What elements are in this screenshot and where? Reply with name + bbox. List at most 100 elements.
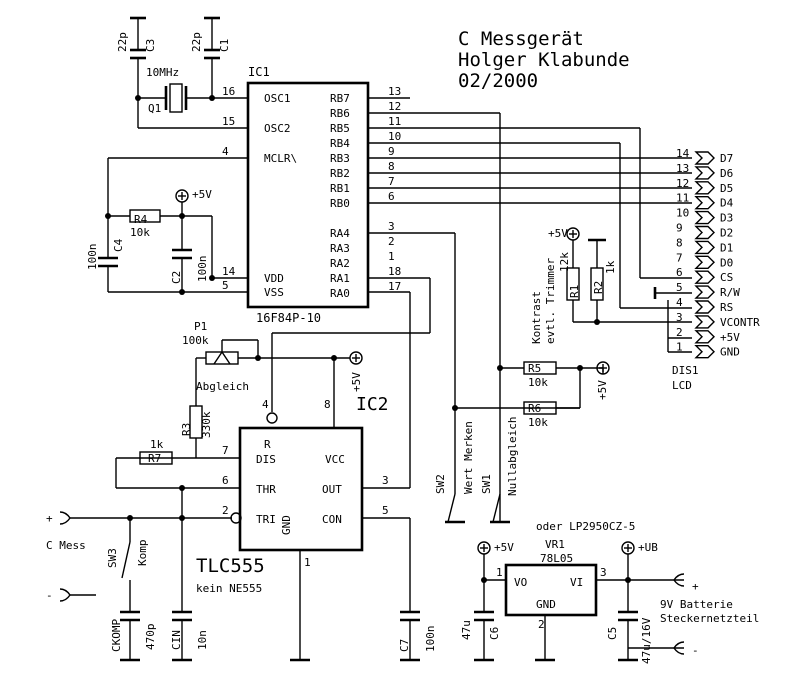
lcd-pin-socket [694, 151, 715, 165]
batt-label-2: Steckernetzteil [660, 612, 759, 625]
ic2-ref: IC2 [356, 394, 389, 415]
c1-value: 22p [190, 32, 203, 52]
ic2-num-2: 2 [222, 504, 229, 517]
ic1-pin-number: 12 [388, 100, 401, 113]
lcd-pin-socket [694, 285, 715, 299]
lcd-pin-number: 4 [676, 296, 683, 309]
ic2-num-6: 6 [222, 474, 229, 487]
lcd-pin-number: 12 [676, 177, 689, 190]
ic1-pin-name: RB4 [330, 137, 350, 150]
lcd-pin-socket [694, 225, 715, 240]
c5-ref: C5 [606, 627, 619, 640]
ic2-pin-dis: DIS [256, 453, 276, 466]
ic2-num-3: 3 [382, 474, 389, 487]
r2-ref: R2 [592, 281, 605, 294]
r2-value: 1k [604, 260, 617, 274]
lcd-pin-name: D3 [720, 212, 733, 225]
r5-value: 10k [528, 376, 548, 389]
ic1-pin-number: 7 [388, 175, 395, 188]
ic2-num-7: 7 [222, 444, 229, 457]
c4-ref: C4 [112, 238, 125, 252]
ic1-pin-name: RB7 [330, 92, 350, 105]
ic2-num-5: 5 [382, 504, 389, 517]
ic2-pin-thr: THR [256, 483, 276, 496]
lcd-pin-name: VCONTR [720, 316, 760, 329]
lcd-pin-number: 9 [676, 222, 683, 235]
batt-minus: - [692, 644, 699, 657]
r7-ref: R7 [148, 452, 161, 465]
ckomp-ref: CKOMP [110, 619, 123, 652]
lcd-pin-number: 14 [676, 147, 690, 160]
lcd-pin-name: D7 [720, 152, 733, 165]
r4-value: 10k [130, 226, 150, 239]
lcd-pin-socket [694, 196, 715, 210]
lcd-pin-name: CS [720, 271, 733, 284]
r6-value: 10k [528, 416, 548, 429]
ic2-pin-tri: TRI [256, 513, 276, 526]
crystal-ref: Q1 [148, 102, 161, 115]
ic1-pin-number: 16 [222, 85, 235, 98]
ic1-pin-number: 6 [388, 190, 395, 203]
ic1-pin-name: RA1 [330, 272, 350, 285]
title-line-2: Holger Klabunde [458, 49, 630, 71]
cmess-plus: + [46, 512, 53, 525]
kontrast-supply-label: +5V [548, 227, 568, 240]
reset-inversion-bubble [266, 412, 278, 424]
r5-ref: R5 [528, 362, 541, 375]
c5-value: 47u/16V [640, 617, 653, 664]
p1-value: 100k [182, 334, 209, 347]
ic1-pin-name: RB3 [330, 152, 350, 165]
ic1-pin-number: 4 [222, 145, 229, 158]
c7-value: 100n [424, 626, 437, 653]
ic2-pin-gnd: GND [280, 515, 293, 535]
sw2-ref: SW2 [434, 474, 447, 494]
r6-ref: R6 [528, 402, 541, 415]
lcd-pin-name: D4 [720, 197, 734, 210]
lcd-pin-socket [694, 315, 715, 329]
regulator-out-supply-label: +5V [494, 541, 514, 554]
lcd-pin-number: 6 [676, 266, 683, 279]
lcd-pin-name: GND [720, 346, 740, 359]
r3-value: 330k [200, 411, 213, 438]
ic1-pin-name: OSC1 [264, 92, 291, 105]
ic2-num-1: 1 [304, 556, 311, 569]
r1-ref: R1 [568, 285, 581, 298]
ic1-pin-number: 10 [388, 130, 401, 143]
lcd-pin-number: 8 [676, 236, 683, 249]
ic1-pin-name: RA2 [330, 257, 350, 270]
ic1-pin-name: VDD [264, 272, 284, 285]
lcd-ref: DIS1 [672, 364, 699, 377]
ic1-pin-number: 15 [222, 115, 235, 128]
vr1-part: 78L05 [540, 552, 573, 565]
p1-name: Abgleich [196, 380, 249, 393]
c4-value: 100n [86, 244, 99, 271]
ic1-pin-number: 1 [388, 250, 395, 263]
connectors [59, 511, 685, 655]
ic1-pin-name: RA4 [330, 227, 350, 240]
ic1-pin-name: VSS [264, 286, 284, 299]
ic1-pin-number: 5 [222, 279, 229, 292]
wires [70, 16, 692, 660]
sw2-name: Wert Merken [462, 421, 475, 494]
r4-supply-label: +5V [192, 188, 212, 201]
cmess-minus: - [46, 589, 53, 602]
lcd-pin-socket [694, 210, 715, 225]
ic1-pin-number: 11 [388, 115, 401, 128]
ic1-pin-number: 3 [388, 220, 395, 233]
ic1-pin-number: 9 [388, 145, 395, 158]
batt-label-1: 9V Batterie [660, 598, 733, 611]
batt-plus: + [692, 580, 699, 593]
ic1-body [246, 81, 370, 309]
vr1-pin-3: 3 [600, 566, 607, 579]
ic2-pin-con: CON [322, 513, 342, 526]
ic1-pin-name: RB6 [330, 107, 350, 120]
lcd-pin-number: 7 [676, 251, 683, 264]
vr1-vi: VI [570, 576, 583, 589]
kontrast-label-1: Kontrast [530, 291, 543, 344]
r1-value: 12k [558, 252, 571, 272]
ic1-pin-number: 14 [222, 265, 236, 278]
ic2-part: TLC555 [196, 555, 265, 577]
kontrast-label-2: evtl. Trimmer [544, 258, 557, 344]
ic2-body [238, 426, 364, 552]
lcd-pin-number: 13 [676, 162, 689, 175]
